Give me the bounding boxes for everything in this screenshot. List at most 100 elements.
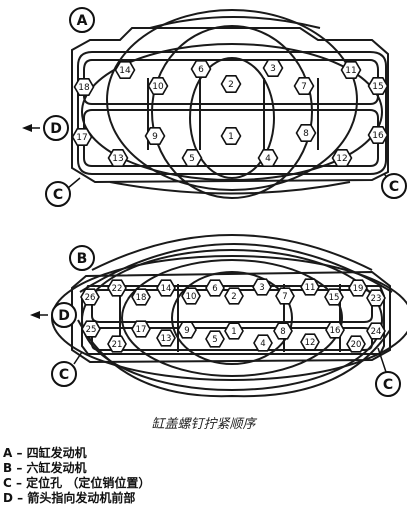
bolt-number: 1 — [231, 327, 236, 337]
bolt-hex-icon — [331, 149, 353, 167]
four-cylinder-head-diagram — [71, 9, 389, 199]
bolt-number: 26 — [85, 293, 96, 303]
bolt-hex-icon — [131, 320, 151, 338]
diagram_b-bolt-23: 23 — [366, 289, 386, 307]
bolt-number: 9 — [184, 326, 189, 336]
bolt-number: 8 — [303, 129, 309, 139]
bolt-hex-icon — [156, 279, 176, 297]
bolt-hex-icon — [220, 127, 242, 145]
bolt-hex-icon — [252, 278, 272, 296]
bolt-number: 25 — [86, 325, 97, 335]
diagram_a-bolt-6: 6 — [190, 60, 212, 78]
diagram_b-bolt-3: 3 — [252, 278, 272, 296]
diagram_a-bolt-1: 1 — [220, 127, 242, 145]
bolt-number: 1 — [228, 132, 234, 142]
bolt-hex-icon — [300, 278, 320, 296]
bolt-number: 19 — [353, 284, 364, 294]
bolt-number: 18 — [78, 83, 90, 93]
diagram_a-bolt-4: 4 — [257, 149, 279, 167]
bolt-hex-icon — [181, 287, 201, 305]
diagram_b-bolt-13: 13 — [156, 329, 176, 347]
diagram_a-bolt-5: 5 — [181, 149, 203, 167]
six-cylinder-head-diagram — [51, 234, 407, 398]
diagram_b-bolt-20: 20 — [346, 335, 366, 353]
bolt-number: 17 — [76, 133, 87, 143]
bolt-hex-icon — [107, 335, 127, 353]
diagram_b-bolt-25: 25 — [81, 320, 101, 338]
bolt-number: 4 — [260, 339, 265, 349]
bolt-hex-icon — [177, 321, 197, 339]
legend-item-c: C – 定位孔 （定位销位置） — [3, 476, 151, 490]
dowel-label-a-right: C — [389, 179, 399, 195]
bolt-number: 6 — [198, 65, 204, 75]
bolt-number: 11 — [305, 283, 316, 293]
bolt-number: 10 — [186, 292, 197, 302]
bolt-hex-icon — [324, 288, 344, 306]
bolt-number: 4 — [265, 154, 271, 164]
bolt-number: 15 — [372, 82, 383, 92]
bolt-number: 8 — [280, 327, 285, 337]
bolt-number: 21 — [112, 340, 123, 350]
bolt-number: 10 — [152, 82, 164, 92]
diagram_b-bolt-22: 22 — [107, 279, 127, 297]
bolt-hex-icon — [220, 75, 242, 93]
bolt-number: 13 — [112, 154, 123, 164]
bolt-hex-icon — [114, 61, 136, 79]
diagram_b-bolt-26: 26 — [80, 288, 100, 306]
diagram_b-bolt-9: 9 — [177, 321, 197, 339]
legend-item-a: A – 四缸发动机 — [3, 446, 87, 460]
bolt-hex-icon — [262, 59, 284, 77]
diagram_a-bolt-16: 16 — [367, 126, 389, 144]
bolt-hex-icon — [131, 288, 151, 306]
bolt-number: 6 — [212, 284, 217, 294]
bolt-hex-icon — [224, 322, 244, 340]
bolt-hex-icon — [73, 78, 95, 96]
bolt-hex-icon — [367, 126, 389, 144]
bolt-hex-icon — [348, 279, 368, 297]
bolt-hex-icon — [293, 77, 315, 95]
bolt-hex-icon — [275, 287, 295, 305]
bolt-number: 3 — [270, 64, 276, 74]
bolt-hex-icon — [340, 61, 362, 79]
bolt-hex-icon — [190, 60, 212, 78]
diagram_b-bolt-14: 14 — [156, 279, 176, 297]
diagram_a-bolt-17: 17 — [71, 128, 93, 146]
diagram_b-bolt-12: 12 — [300, 333, 320, 351]
diagram_b-bolt-6: 6 — [205, 279, 225, 297]
diagram_b-bolt-4: 4 — [253, 334, 273, 352]
bolt-number: 5 — [212, 335, 217, 345]
diagram_b-bolt-7: 7 — [275, 287, 295, 305]
bolt-number: 15 — [329, 293, 340, 303]
bolt-number: 12 — [305, 338, 316, 348]
diagram_b-bolt-11: 11 — [300, 278, 320, 296]
diagram_a-bolt-11: 11 — [340, 61, 362, 79]
diagram_a-bolt-8: 8 — [295, 124, 317, 142]
bolt-hex-icon — [367, 77, 389, 95]
diagram_a-bolt-10: 10 — [147, 77, 169, 95]
bolt-number: 14 — [119, 66, 131, 76]
legend-item-b: B – 六缸发动机 — [3, 461, 87, 475]
bolt-number: 12 — [336, 154, 347, 164]
bolt-number: 17 — [136, 325, 147, 335]
diagram_a-bolt-2: 2 — [220, 75, 242, 93]
dowel-label-a-left: C — [53, 187, 63, 203]
front-arrow-label-b: D — [58, 308, 70, 324]
diagram_b-bolt-5: 5 — [205, 330, 225, 348]
diagram_b-bolt-15: 15 — [324, 288, 344, 306]
diagram_a-bolt-13: 13 — [107, 149, 129, 167]
dowel-label-b-right: C — [383, 377, 393, 393]
bolt-number: 11 — [345, 66, 356, 76]
figure-caption: 缸盖螺钉拧紧顺序 — [151, 417, 256, 432]
bolt-hex-icon — [80, 288, 100, 306]
bolt-number: 7 — [282, 292, 287, 302]
bolt-number: 16 — [330, 326, 341, 336]
bolt-hex-icon — [273, 322, 293, 340]
bolt-hex-icon — [325, 321, 345, 339]
diagram_a-bolt-3: 3 — [262, 59, 284, 77]
bolt-hex-icon — [346, 335, 366, 353]
bolt-hex-icon — [224, 287, 244, 305]
bolt-hex-icon — [205, 330, 225, 348]
bolt-number: 13 — [161, 334, 172, 344]
